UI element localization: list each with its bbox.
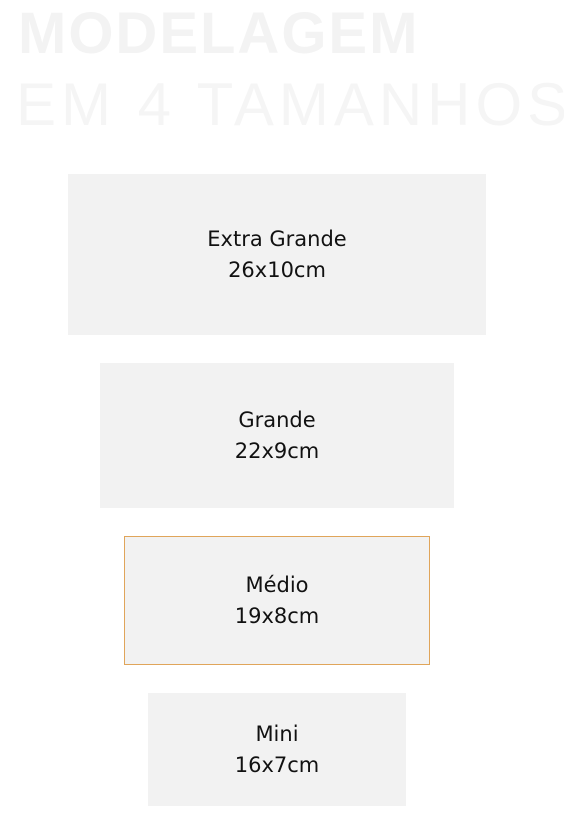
- size-name: Grande: [238, 407, 316, 432]
- size-card-grande[interactable]: Grande 22x9cm: [100, 363, 454, 508]
- heading-subtitle: EM 4 TAMANHOS: [16, 71, 564, 138]
- size-dimensions: 26x10cm: [228, 257, 326, 282]
- size-card-extra-grande[interactable]: Extra Grande 26x10cm: [68, 174, 486, 335]
- size-dimensions: 16x7cm: [234, 752, 320, 777]
- size-name: Médio: [245, 572, 309, 597]
- heading: MODELAGEM EM 4 TAMANHOS: [0, 0, 564, 140]
- heading-title: MODELAGEM: [18, 1, 420, 66]
- size-name: Extra Grande: [207, 226, 347, 251]
- size-dimensions: 19x8cm: [234, 603, 320, 628]
- size-card-mini[interactable]: Mini 16x7cm: [148, 693, 406, 806]
- size-card-medio[interactable]: Médio 19x8cm: [124, 536, 430, 665]
- size-dimensions: 22x9cm: [234, 438, 320, 463]
- size-name: Mini: [255, 721, 299, 746]
